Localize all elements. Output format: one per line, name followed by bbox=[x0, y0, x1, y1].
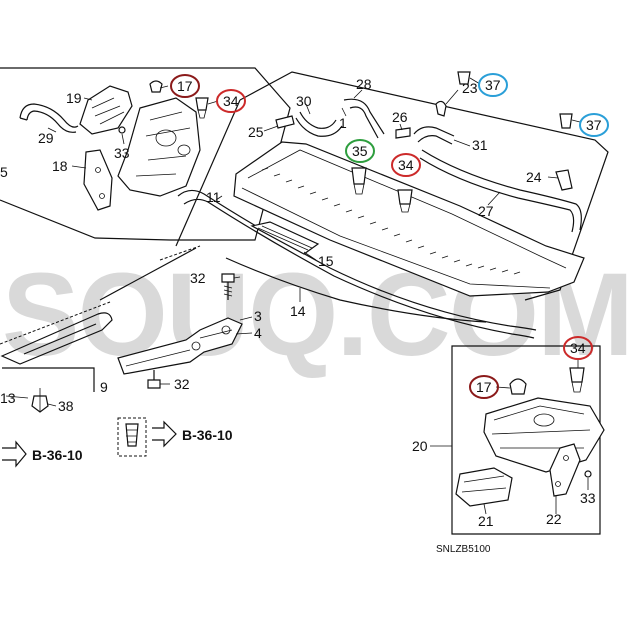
label-14: 14 bbox=[290, 303, 306, 319]
group-left-lower bbox=[0, 245, 253, 468]
clip-24 bbox=[555, 169, 573, 191]
grille-15 bbox=[250, 221, 320, 255]
label-3: 3 bbox=[254, 308, 262, 324]
seal-strip-11 bbox=[177, 189, 537, 331]
label-27: 27 bbox=[478, 203, 494, 219]
clip-17-upper bbox=[149, 80, 163, 93]
label-5: 5 bbox=[0, 164, 8, 180]
ref-arrow-center bbox=[152, 420, 177, 448]
label-21: 21 bbox=[478, 513, 494, 529]
diagram-code: SNLZB5100 bbox=[436, 544, 491, 555]
label-38: 38 bbox=[58, 398, 74, 414]
hose-29 bbox=[19, 103, 79, 128]
part-22-bracket bbox=[549, 443, 581, 497]
label-32-top: 32 bbox=[190, 270, 206, 286]
label-29: 29 bbox=[38, 130, 54, 146]
clip-23 bbox=[435, 100, 447, 117]
hose-30 bbox=[299, 111, 337, 129]
label-28: 28 bbox=[356, 76, 372, 92]
group-right-lower bbox=[430, 345, 605, 535]
group-frame-left bbox=[0, 67, 291, 241]
label-17-upper: 17 bbox=[177, 78, 193, 94]
label-19: 19 bbox=[66, 90, 82, 106]
ref-arrow-left bbox=[2, 440, 27, 468]
label-4: 4 bbox=[254, 325, 262, 341]
label-26: 26 bbox=[392, 109, 408, 125]
ref-label-center: B-36-10 bbox=[182, 427, 233, 443]
bolt-32-bottom bbox=[147, 379, 161, 389]
label-33-upper: 33 bbox=[114, 145, 130, 161]
label-30: 30 bbox=[296, 93, 312, 109]
circle-34-mid bbox=[391, 153, 421, 177]
hose-27 bbox=[421, 149, 582, 231]
clip-17-lower bbox=[509, 378, 527, 395]
label-37-right: 37 bbox=[586, 117, 602, 133]
fastener-34-mid bbox=[397, 189, 413, 205]
circle-35 bbox=[345, 139, 375, 163]
group-main bbox=[175, 71, 609, 339]
label-18: 18 bbox=[52, 158, 68, 174]
ref-label-left: B-36-10 bbox=[32, 447, 83, 463]
fastener-34-lower bbox=[569, 367, 585, 383]
label-13: 13 bbox=[0, 390, 16, 406]
callout-labels: 19 17 34 29 33 18 5 30 28 1 25 26 23 37 … bbox=[0, 76, 602, 529]
label-20: 20 bbox=[412, 438, 428, 454]
bolt-32-top bbox=[221, 273, 235, 283]
seal-long bbox=[0, 312, 113, 365]
label-25: 25 bbox=[248, 124, 264, 140]
circle-17-upper bbox=[170, 74, 200, 98]
label-34-upper: 34 bbox=[223, 93, 239, 109]
circle-34-upper bbox=[216, 89, 246, 113]
circle-37-right bbox=[579, 113, 609, 137]
label-37-top: 37 bbox=[485, 77, 501, 93]
label-1: 1 bbox=[339, 115, 347, 131]
label-32-bottom: 32 bbox=[174, 376, 190, 392]
label-24: 24 bbox=[526, 169, 542, 185]
hose-31 bbox=[413, 126, 455, 137]
label-11: 11 bbox=[206, 189, 221, 205]
part-21 bbox=[455, 467, 513, 507]
label-17-lower: 17 bbox=[476, 379, 492, 395]
circle-34-lower bbox=[563, 336, 593, 360]
label-22: 22 bbox=[546, 511, 562, 527]
label-31: 31 bbox=[472, 137, 488, 153]
panel-slats bbox=[261, 167, 521, 275]
group-left-upper bbox=[0, 67, 291, 241]
ref-part-center bbox=[117, 417, 147, 457]
hose-28 bbox=[343, 98, 385, 135]
nut-33-upper bbox=[118, 126, 126, 134]
label-23: 23 bbox=[462, 80, 478, 96]
clip-37-top bbox=[457, 71, 471, 85]
cowl-lower-14 bbox=[225, 257, 487, 323]
clip-37-right bbox=[559, 113, 573, 129]
label-15: 15 bbox=[318, 253, 334, 269]
label-34-lower: 34 bbox=[570, 340, 586, 356]
circle-17-lower bbox=[469, 375, 499, 399]
part-20-housing bbox=[483, 397, 605, 473]
label-9: 9 bbox=[100, 379, 108, 395]
label-33-lower: 33 bbox=[580, 490, 596, 506]
nut-33-lower bbox=[584, 470, 592, 478]
part-housing bbox=[117, 97, 201, 197]
callout-circles bbox=[170, 73, 609, 399]
circle-37-top bbox=[478, 73, 508, 97]
part-18-bracket bbox=[83, 149, 113, 211]
group-frame-main bbox=[239, 71, 609, 301]
clip-26 bbox=[395, 127, 411, 139]
label-34-mid: 34 bbox=[398, 157, 414, 173]
fastener-35 bbox=[351, 167, 367, 185]
clip-25 bbox=[275, 115, 295, 129]
part-19-duct bbox=[79, 85, 133, 135]
label-35: 35 bbox=[352, 143, 368, 159]
cowl-top-panel bbox=[233, 141, 585, 297]
fastener-34-upper bbox=[195, 97, 209, 111]
